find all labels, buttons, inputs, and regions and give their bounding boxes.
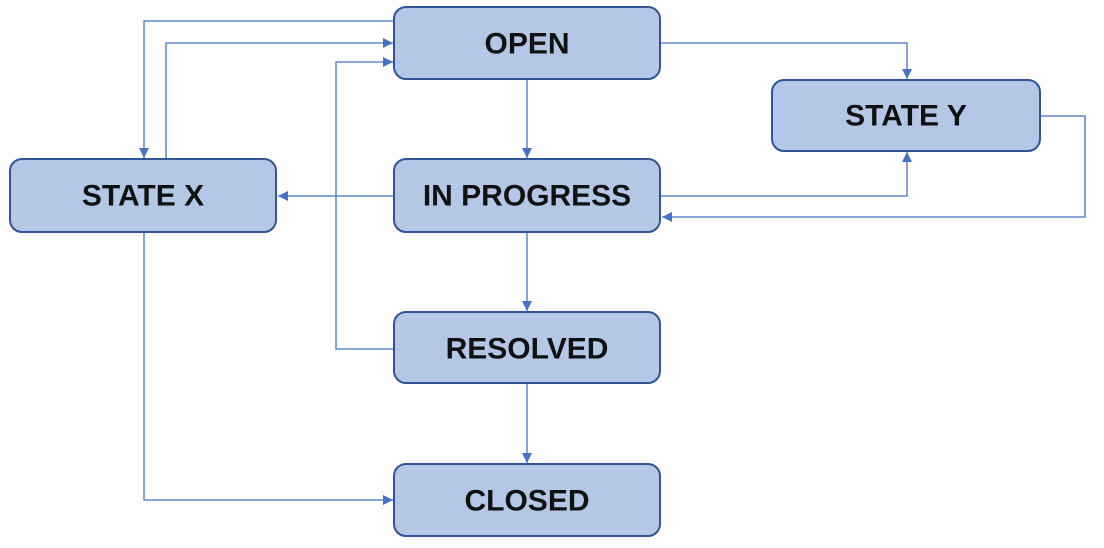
node-resolved-label: RESOLVED	[446, 333, 609, 366]
node-state-y: STATE Y	[771, 79, 1041, 152]
node-resolved: RESOLVED	[393, 311, 661, 384]
node-in-progress: IN PROGRESS	[393, 158, 661, 233]
edge-resolved-to-open	[335, 57, 393, 350]
node-open: OPEN	[393, 6, 661, 80]
node-state-x-label: STATE X	[82, 180, 204, 213]
node-closed-label: CLOSED	[464, 485, 589, 518]
node-state-x: STATE X	[9, 158, 277, 233]
node-closed: CLOSED	[393, 463, 661, 537]
edge-open-to-state-x	[139, 20, 393, 158]
edge-state-x-to-closed	[143, 233, 393, 505]
edge-open-to-state-y	[661, 42, 912, 79]
edge-in-progress-to-state-y	[661, 152, 912, 197]
node-in-progress-label: IN PROGRESS	[423, 180, 631, 213]
edge-state-x-to-open	[165, 38, 393, 158]
node-state-y-label: STATE Y	[845, 100, 967, 133]
node-open-label: OPEN	[484, 28, 569, 61]
edge-state-y-to-in-progress	[662, 115, 1086, 222]
